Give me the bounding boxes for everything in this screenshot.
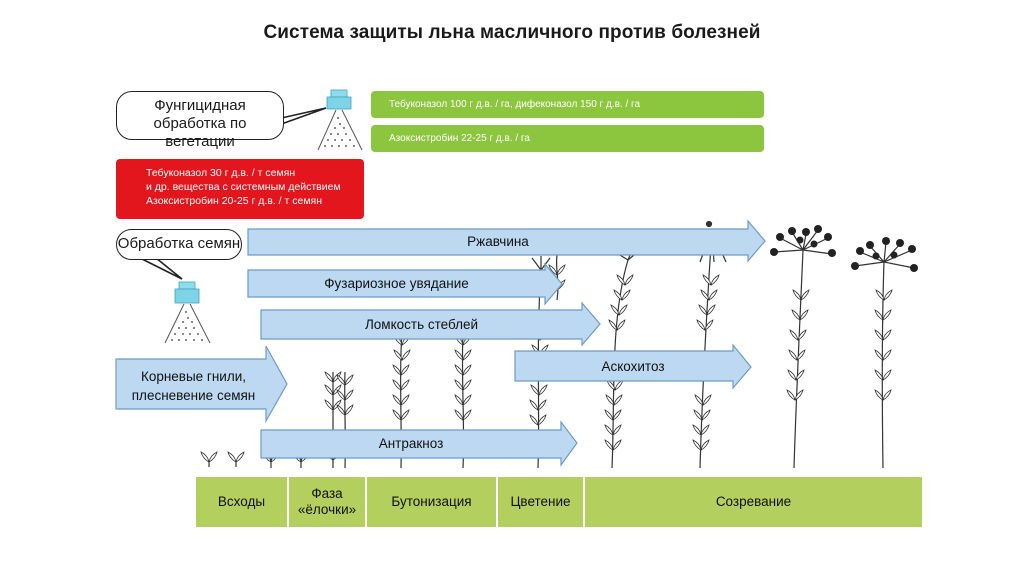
phase-divider [365,477,367,527]
flax-plant-icon [851,237,918,469]
ascochyta-arrow [514,343,752,390]
page-title: Система защиты льна масличного против бо… [263,22,761,43]
phase-budding: Бутонизация [391,494,472,509]
ascochyta-label: Аскохитоз [601,359,665,374]
root-rot-label-line: плесневение семян [131,388,256,403]
phase-divider [583,477,585,527]
flax-plant-icon [200,451,245,467]
rust-label: Ржавчина [467,234,529,249]
phase-herringbone-line: Фаза [311,486,343,501]
phase-divider [496,477,498,527]
seed-treatment-line: и др. вещества с системным действием [146,181,341,193]
foliar-treatment-callout: Фунгицидная обработка по вегетации [116,91,284,150]
brittle-stem-arrow [260,301,601,347]
anthracnose-arrow [260,420,578,467]
sprayer-icon [317,89,363,151]
root-rot-label-line: Корневые гнили, [140,369,247,384]
brittle-stem-label: Ломкость стеблей [364,317,479,332]
flax-plant-icon [604,220,727,469]
flax-plant-icon [770,225,836,469]
phase-emergence: Всходы [217,494,266,509]
seed-treatment-line: Тебуконазол 30 г д.в. / т семян [146,167,296,179]
foliar-treatment-bar: Азоксистробин 22-25 г д.в. / га [371,125,764,152]
anthracnose-label: Антракноз [378,436,444,451]
seed-treatment-box: Тебуконазол 30 г д.в. / т семян и др. ве… [116,159,364,219]
seed-treatment-line: Азоксистробин 20-25 г д.в. / т семян [146,195,323,207]
rust-arrow [247,219,766,263]
foliar-treatment-bar: Тебуконазол 100 г д.в. / га, дифеконазол… [371,91,764,118]
seed-treatment-callout: Обработка семян [116,229,242,260]
root-rot-label: Корневые гнили, плесневение семян [116,367,271,405]
phase-flowering: Цветение [510,494,571,509]
phase-ripening: Созревание [715,494,792,509]
root-rot-arrow [115,345,288,424]
growth-phase-bar [196,477,922,527]
phase-herringbone: Фаза «ёлочки» [289,477,365,527]
phase-divider [287,477,289,527]
callout-tail [139,257,183,280]
fusarium-arrow [247,262,563,306]
fusarium-label: Фузариозное увядание [324,276,469,291]
sprayer-icon [164,281,211,344]
phase-herringbone-line: «ёлочки» [297,502,357,517]
